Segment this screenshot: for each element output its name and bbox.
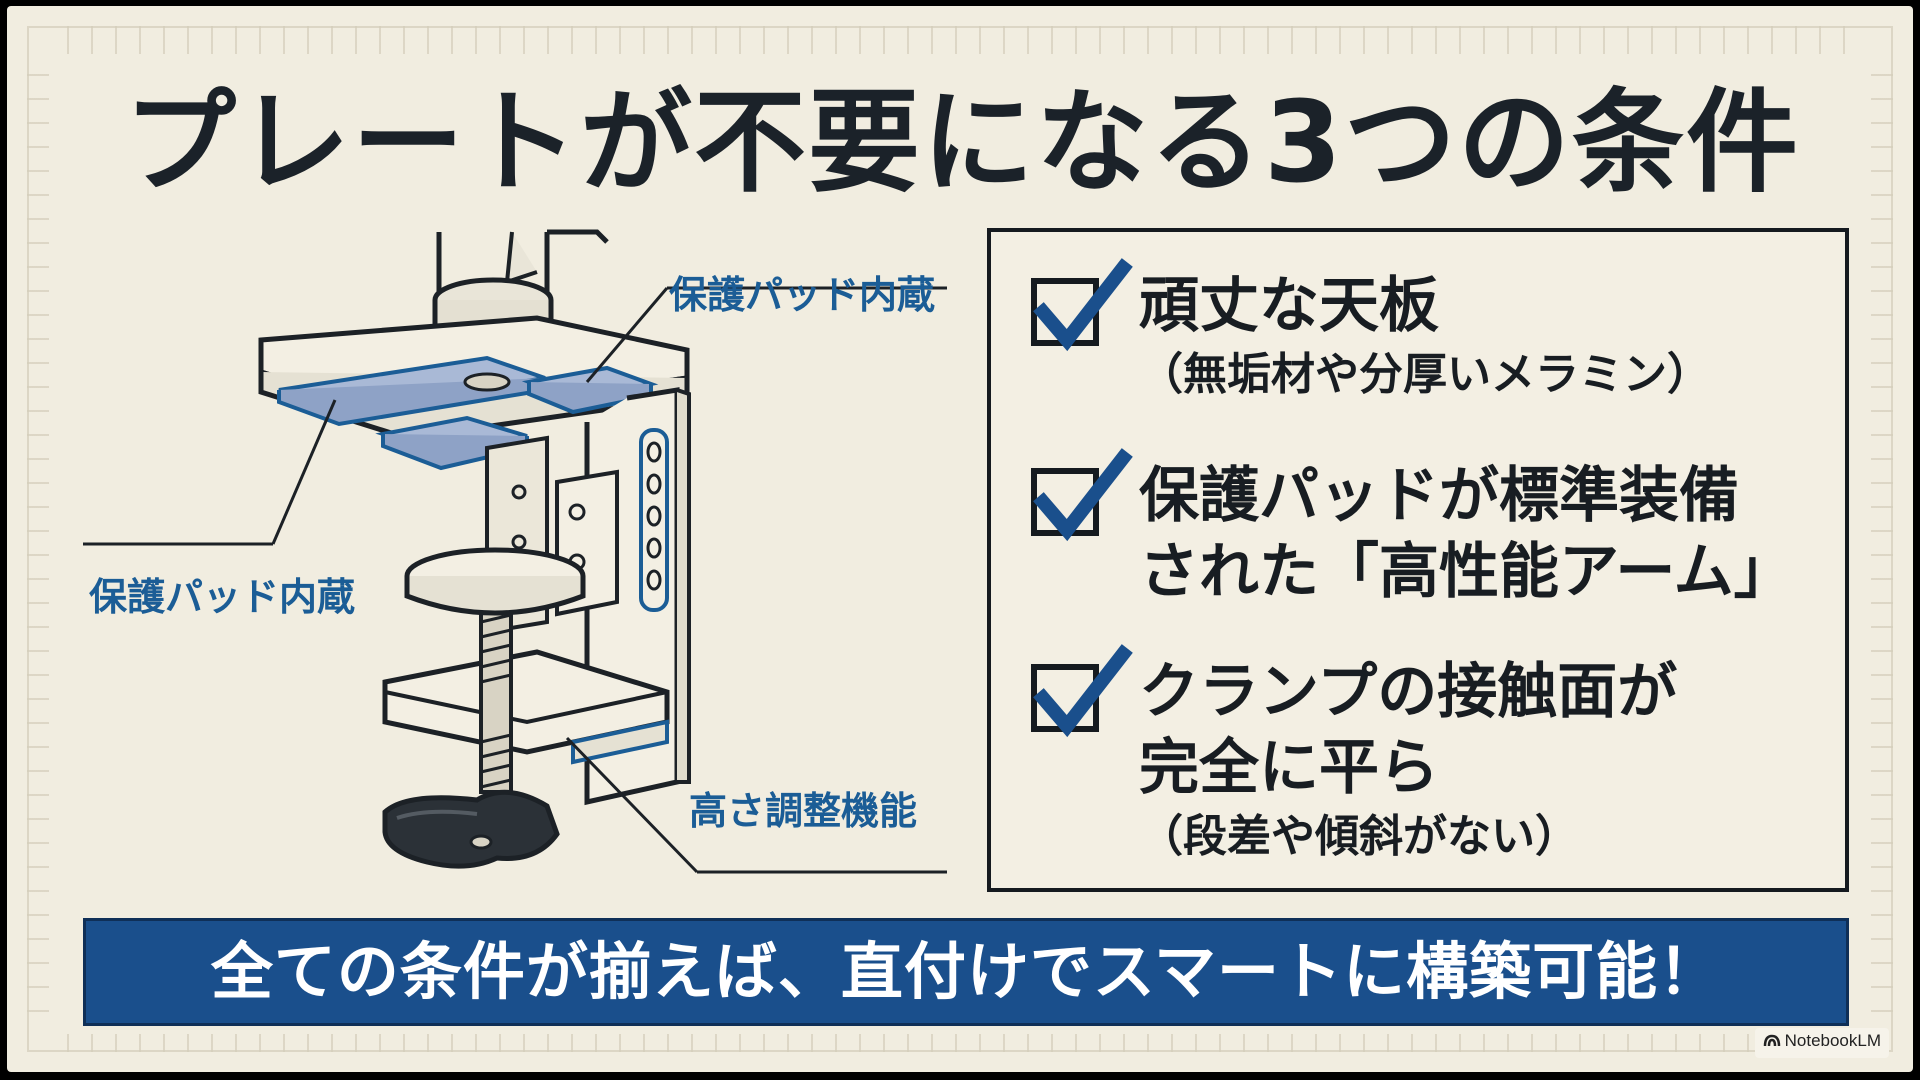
- checkbox: [1031, 258, 1133, 352]
- checkmark-icon: [1033, 258, 1133, 352]
- ruler-ticks-top: [67, 26, 1853, 54]
- conclusion-banner: 全ての条件が揃えば、直付けでスマートに構築可能！: [83, 918, 1849, 1026]
- checkbox: [1031, 644, 1133, 738]
- callout-top-pad: 保護パッド内蔵: [669, 273, 936, 317]
- item-line: された「高性能アーム」: [1139, 537, 1794, 607]
- checkmark-icon: [1033, 644, 1133, 738]
- ruler-ticks-bottom: [67, 1034, 1853, 1052]
- item-subline: （無垢材や分厚いメラミン）: [1139, 349, 1711, 400]
- item-line: 頑丈な天板: [1139, 271, 1439, 341]
- checkmark-icon: [1033, 448, 1133, 542]
- ruler-ticks-right: [1871, 66, 1893, 1012]
- watermark-text: NotebookLM: [1784, 1031, 1881, 1050]
- desk-clamp-icon: [83, 229, 947, 874]
- item-line: 保護パッドが標準装備: [1139, 461, 1739, 531]
- slide: プレートが不要になる3つの条件: [7, 6, 1913, 1072]
- callout-height-adjust: 高さ調整機能: [689, 789, 918, 833]
- checkbox: [1031, 448, 1133, 542]
- clamp-illustration: 保護パッド内蔵 保護パッド内蔵 高さ調整機能: [67, 222, 967, 882]
- notebooklm-logo-icon: [1763, 1031, 1781, 1053]
- callout-left-pad: 保護パッド内蔵: [89, 575, 356, 619]
- item-line: クランプの接触面が: [1139, 657, 1678, 727]
- checklist-text-3: クランプの接触面が 完全に平ら （段差や傾斜がない）: [1139, 654, 1677, 868]
- banner-text: 全ての条件が揃えば、直付けでスマートに構築可能！: [210, 935, 1722, 1008]
- slide-title: プレートが不要になる3つの条件: [124, 78, 1800, 208]
- conditions-checklist: 頑丈な天板 （無垢材や分厚いメラミン） 保護パッドが標準装備 された「高性能アー…: [987, 228, 1849, 892]
- checklist-text-1: 頑丈な天板 （無垢材や分厚いメラミン）: [1139, 268, 1711, 406]
- item-subline: （段差や傾斜がない）: [1139, 811, 1579, 862]
- checklist-text-2: 保護パッドが標準装備 された「高性能アーム」: [1139, 458, 1794, 610]
- notebooklm-watermark: NotebookLM: [1754, 1028, 1889, 1058]
- item-line: 完全に平ら: [1139, 733, 1439, 803]
- ruler-ticks-left: [27, 66, 49, 1012]
